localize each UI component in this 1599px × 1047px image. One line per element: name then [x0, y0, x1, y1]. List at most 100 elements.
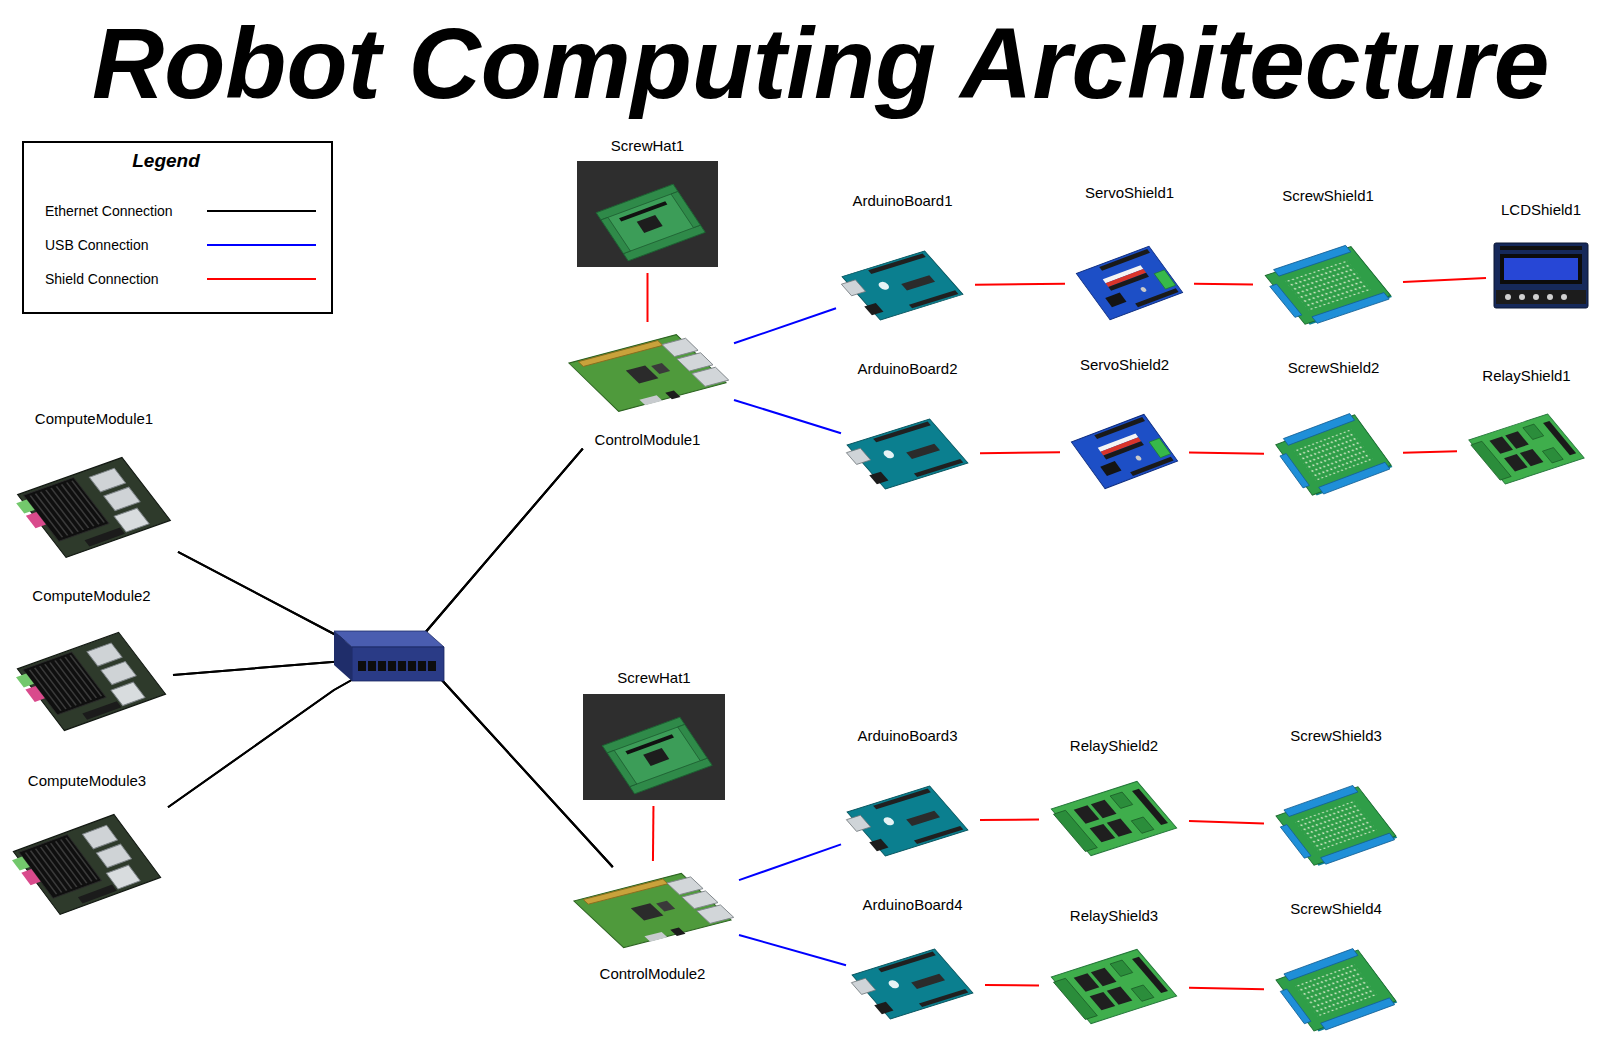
device-label: ScrewShield1 — [1282, 187, 1374, 204]
ethernet-cable — [168, 449, 583, 808]
legend-row: USB Connection — [24, 236, 324, 254]
legend-heading-holder: Legend — [24, 150, 308, 172]
device-label: ComputeModule3 — [28, 772, 146, 789]
device-label: RelayShield1 — [1482, 367, 1570, 384]
device-picture — [11, 632, 165, 732]
shield-connection — [980, 818, 1039, 821]
usb-cable — [739, 844, 841, 880]
device-label: ComputeModule2 — [32, 587, 150, 604]
device-node: ComputeModule3 — [6, 772, 168, 923]
legend-box: LegendEthernet ConnectionUSB ConnectionS… — [22, 141, 333, 314]
device-node: ScrewShield2 — [1270, 359, 1397, 502]
shield-connection — [1189, 821, 1264, 824]
device-label: ArduinoBoard4 — [862, 896, 962, 913]
device-picture — [1467, 414, 1584, 485]
shield-connection — [1189, 988, 1264, 989]
legend-line-sample — [207, 244, 316, 246]
diagram-title: Robot Computing Architecture — [92, 13, 1549, 113]
device-node: RelayShield1 — [1463, 367, 1590, 490]
legend-line-sample — [207, 210, 316, 212]
device-node: LCDShield1 — [1492, 201, 1590, 311]
device-label: RelayShield3 — [1070, 907, 1158, 924]
device-node: ControlModule1 — [561, 328, 734, 449]
legend-row: Ethernet Connection — [24, 202, 324, 220]
device-picture — [583, 694, 725, 800]
device-label: ControlModule1 — [595, 431, 701, 448]
device-node: RelayShield2 — [1045, 737, 1183, 862]
device-label: ServoShield1 — [1085, 184, 1174, 201]
device-picture — [836, 251, 963, 322]
device-label: LCDShield1 — [1501, 201, 1581, 218]
device-node: ScrewShield4 — [1270, 900, 1402, 1038]
device-picture — [846, 949, 973, 1021]
legend-text: USB Connection — [45, 237, 149, 253]
device-picture — [1071, 414, 1177, 488]
legend-text: Ethernet Connection — [45, 203, 173, 219]
shield-connection — [652, 806, 655, 861]
legend-heading: Legend — [132, 150, 200, 171]
shield-connection — [647, 273, 649, 322]
ethernet-cable — [168, 660, 613, 867]
device-picture — [577, 161, 718, 267]
device-label: ArduinoBoard1 — [852, 192, 952, 209]
device-node: ScrewHat1 — [583, 669, 725, 800]
device-node: ArduinoBoard2 — [841, 360, 974, 495]
device-label: RelayShield2 — [1070, 737, 1158, 754]
device-picture — [574, 872, 737, 949]
device-picture — [1271, 412, 1393, 498]
usb-cable — [734, 308, 836, 343]
usb-cable — [739, 935, 846, 965]
shield-connection — [980, 451, 1060, 454]
device-node: ComputeModule2 — [10, 587, 173, 739]
ethernet-cable — [178, 449, 583, 660]
device-node: ServoShield1 — [1071, 184, 1188, 326]
ethernet-cable — [173, 660, 613, 867]
device-label: ControlModule2 — [600, 965, 706, 982]
device-label: ScrewShield4 — [1290, 900, 1382, 917]
device-picture — [841, 419, 968, 491]
shield-connection — [1189, 453, 1264, 454]
device-label: ArduinoBoard3 — [857, 727, 957, 744]
device-picture — [1260, 244, 1393, 328]
device-picture — [1050, 949, 1177, 1024]
device-label: ServoShield2 — [1080, 356, 1169, 373]
device-node: ScrewHat1 — [577, 137, 718, 267]
device-picture — [1271, 784, 1398, 869]
device-node: ArduinoBoard4 — [846, 896, 979, 1025]
device-label: ScrewShield3 — [1290, 727, 1382, 744]
device-picture — [569, 333, 732, 413]
device-node: ScrewShield1 — [1259, 187, 1397, 331]
shield-connection — [1403, 451, 1457, 453]
ethernet-cable — [178, 552, 613, 867]
legend-row: Shield Connection — [24, 270, 324, 288]
device-picture — [1076, 246, 1182, 319]
shield-connection — [985, 984, 1039, 987]
shield-connection — [975, 283, 1065, 286]
title-holder: Robot Computing Architecture — [92, 13, 1549, 113]
device-node: ScrewShield3 — [1270, 727, 1402, 872]
device-node: ServoShield2 — [1066, 356, 1183, 495]
device-node: ControlModule2 — [566, 867, 739, 983]
device-picture — [841, 786, 968, 858]
shield-connection — [1194, 283, 1253, 286]
device-picture — [1050, 781, 1177, 856]
device-label: ScrewHat1 — [617, 669, 690, 686]
device-node: ArduinoBoard1 — [836, 192, 969, 326]
legend-text: Shield Connection — [45, 271, 159, 287]
device-picture — [7, 815, 160, 917]
device-picture — [1494, 243, 1588, 308]
device-label: ArduinoBoard2 — [857, 360, 957, 377]
legend-line-sample — [207, 278, 316, 280]
device-label: ScrewHat1 — [611, 137, 684, 154]
ethernet-switch — [334, 631, 444, 681]
device-node: ComputeModule1 — [10, 410, 178, 566]
device-picture — [11, 458, 170, 560]
device-label: ScrewShield2 — [1288, 359, 1380, 376]
usb-cable — [734, 400, 841, 433]
device-label: ComputeModule1 — [35, 410, 153, 427]
shield-connection — [1403, 278, 1486, 282]
